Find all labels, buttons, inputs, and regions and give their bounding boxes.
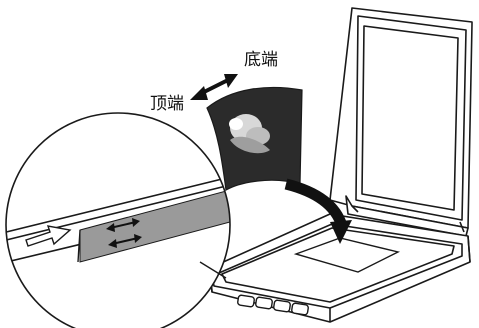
magnified-detail — [5, 112, 231, 328]
photo — [206, 86, 303, 191]
top-edge-label: 顶端 — [150, 94, 184, 114]
scanner-lid — [329, 7, 473, 237]
orientation-double-arrow — [190, 74, 238, 100]
scanner-buttons — [237, 294, 309, 316]
bottom-edge-label: 底端 — [244, 50, 278, 70]
photo-placement-area — [293, 237, 401, 273]
placement-arrow — [284, 178, 352, 244]
guide-strip — [79, 189, 230, 263]
